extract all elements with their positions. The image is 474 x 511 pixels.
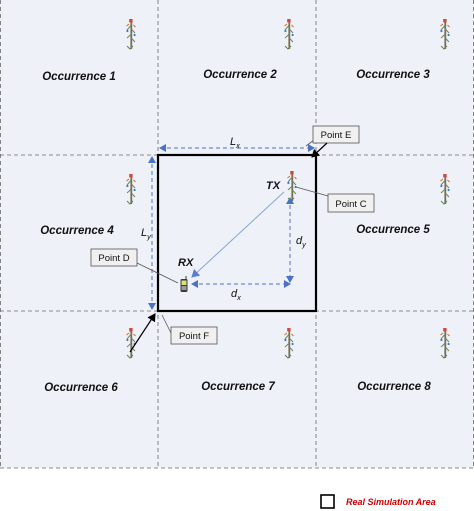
legend: Real Simulation Area [320, 494, 436, 509]
tx-rx-link-arrow [191, 191, 285, 278]
occurrence-1-label: Occurrence 1 [42, 71, 116, 83]
occurrence-cell [316, 155, 474, 311]
legend-label: Real Simulation Area [346, 497, 436, 507]
occurrence-labels: Occurrence 1 Occurrence 2 Occurrence 3 O… [40, 69, 431, 394]
occurrence-7-label: Occurrence 7 [201, 381, 275, 393]
point-f-callout: Point F [161, 314, 218, 345]
point-e-callout: Point E [305, 125, 360, 147]
occurrence-5-label: Occurrence 5 [356, 224, 430, 236]
rx-label: RX [178, 257, 194, 269]
mobile-phone-icon [180, 276, 188, 292]
dy-dimension-label: dy [296, 235, 307, 249]
dx-dimension-label: dx [231, 288, 241, 302]
occurrence-3-label: Occurrence 3 [356, 69, 430, 81]
occurrence-8-label: Occurrence 8 [357, 381, 431, 393]
occurrence-cell [316, 311, 474, 468]
lx-dimension-label: Lx [230, 136, 240, 150]
point-f-label: Point F [179, 331, 209, 342]
occurrence-4-label: Occurrence 4 [40, 225, 114, 237]
occurrence-6-label: Occurrence 6 [44, 382, 118, 394]
point-e-arrow [311, 142, 328, 158]
point-e-label: Point E [321, 130, 352, 141]
occurrence-2-label: Occurrence 2 [203, 69, 277, 81]
ly-dimension-label: Ly [141, 227, 152, 241]
point-c-label: Point C [335, 199, 366, 210]
real-simulation-area-border [156, 153, 318, 313]
tx-label: TX [266, 180, 281, 192]
legend-swatch [320, 494, 335, 509]
point-c-callout: Point C [295, 186, 375, 213]
point-d-callout: Point D [90, 248, 179, 284]
point-f-arrow [129, 313, 156, 353]
point-d-label: Point D [98, 253, 129, 264]
